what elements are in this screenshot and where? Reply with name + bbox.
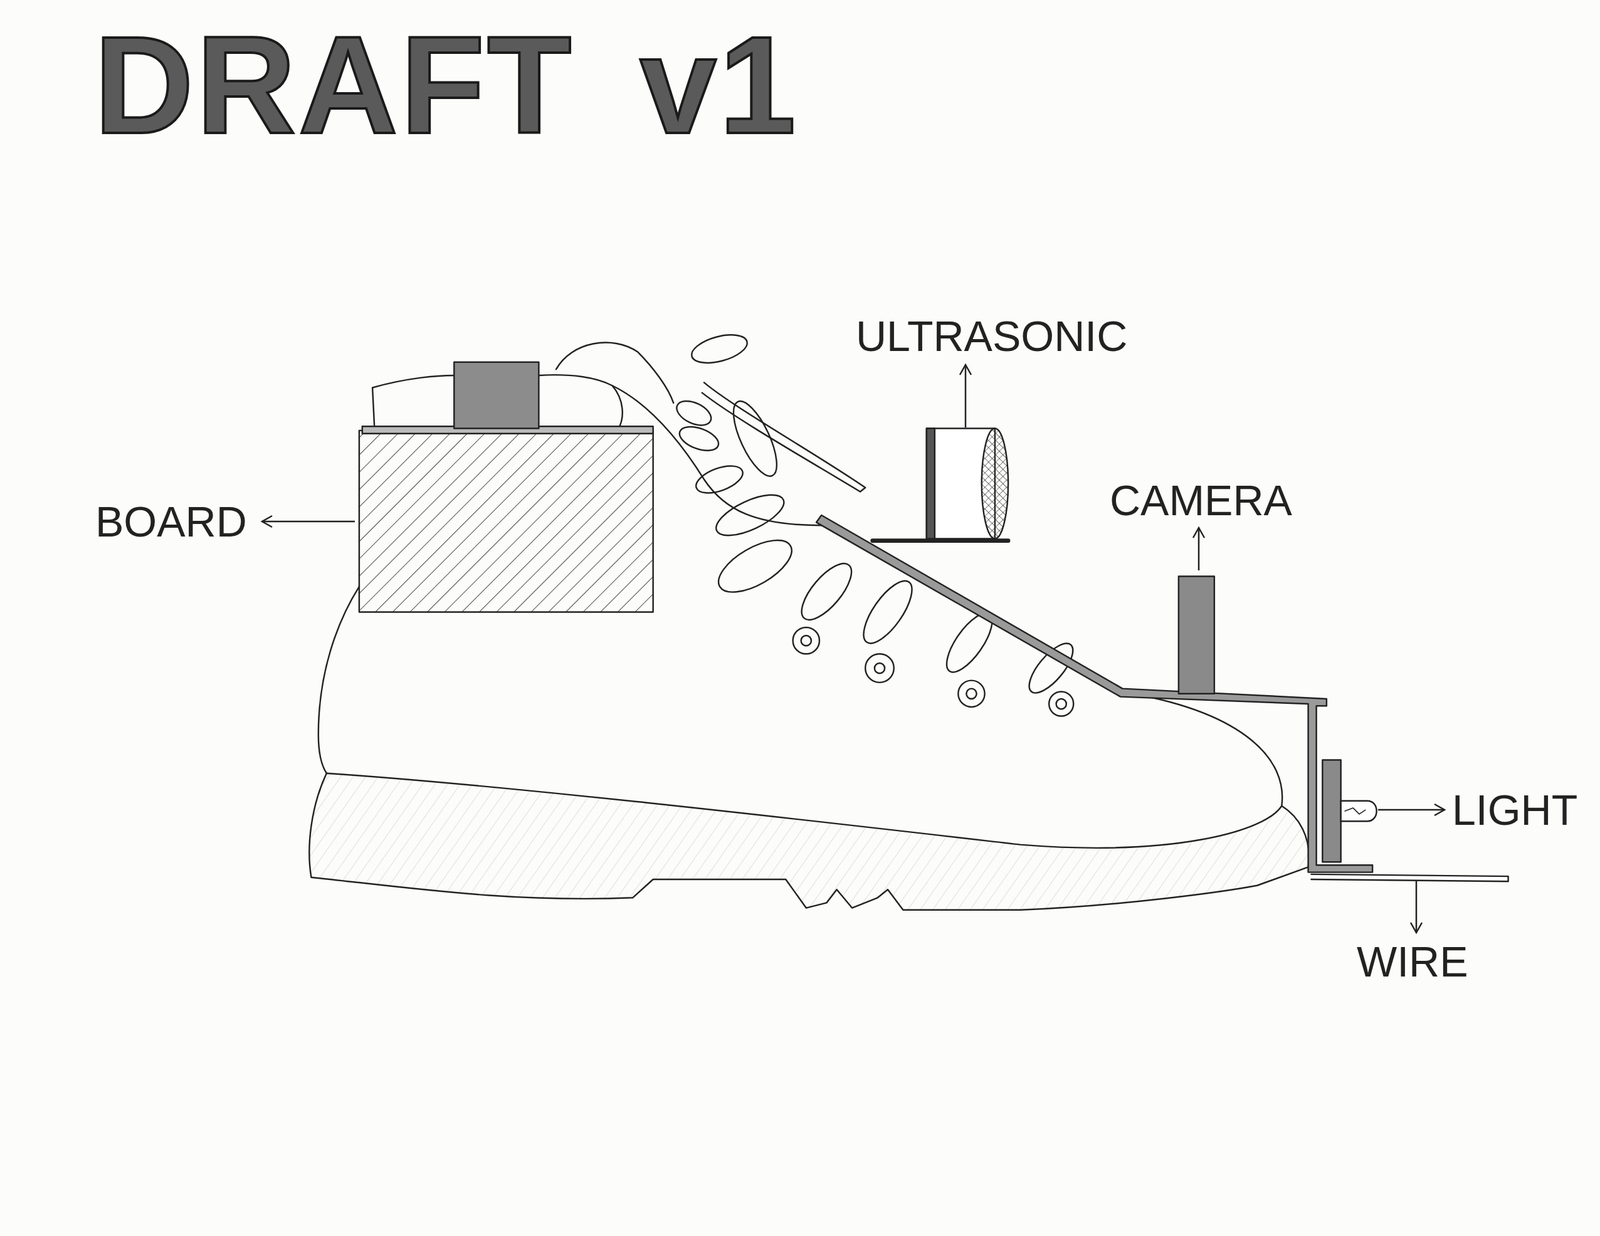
ultrasonic-lens xyxy=(981,428,1009,540)
mount-plate xyxy=(816,515,1373,873)
tongue-inner xyxy=(556,342,674,404)
leader-arrow xyxy=(262,521,355,523)
bulb-filament xyxy=(1344,808,1366,815)
leader-arrow xyxy=(964,364,967,428)
board-module xyxy=(359,430,654,613)
light-bulb xyxy=(1341,801,1377,822)
leader-arrow xyxy=(1378,809,1445,812)
camera-module xyxy=(1178,576,1215,695)
part-label: LIGHT xyxy=(1452,788,1578,832)
part-label: CAMERA xyxy=(1109,478,1293,522)
shoe-drawing xyxy=(309,329,1508,911)
part-label: BOARD xyxy=(95,500,248,543)
wire xyxy=(1310,874,1508,882)
light-holder xyxy=(1322,760,1341,863)
board-chip xyxy=(453,362,539,429)
part-label: WIRE xyxy=(1356,940,1469,984)
shoe-toe xyxy=(1132,694,1283,807)
part-label: ULTRASONIC xyxy=(855,314,1128,358)
shoe-upper xyxy=(318,586,360,774)
leader-lines xyxy=(262,364,1445,933)
sole xyxy=(309,773,1309,911)
leader-arrow xyxy=(1198,527,1200,571)
leader-arrow xyxy=(1415,880,1418,933)
ultrasonic-side xyxy=(926,428,935,540)
page-title: DRAFT v1 xyxy=(94,16,799,155)
laces xyxy=(672,329,1080,717)
